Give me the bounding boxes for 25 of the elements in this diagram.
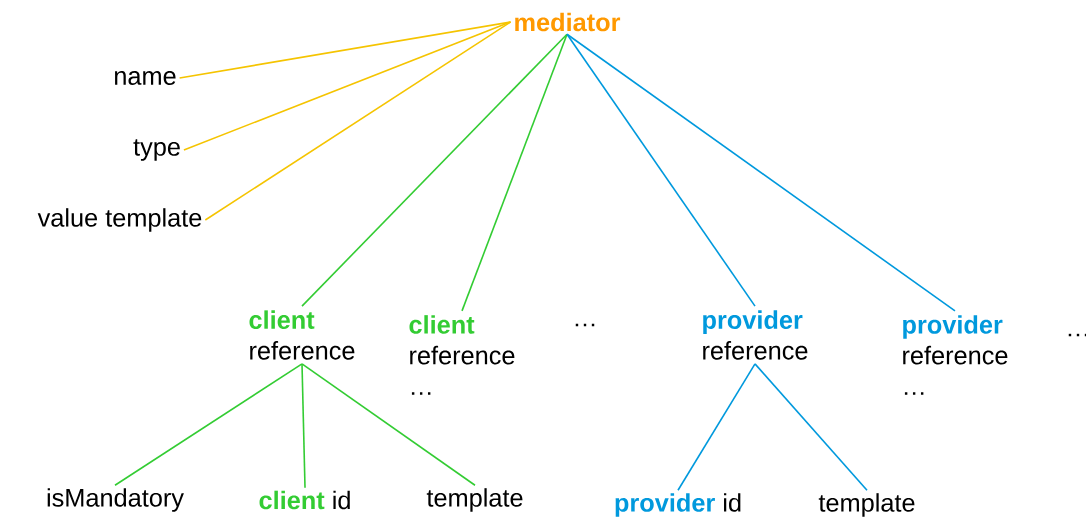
text-label: isMandatory xyxy=(47,488,184,512)
connector-line xyxy=(204,21,512,221)
connector-line xyxy=(461,33,568,312)
text-label: value template xyxy=(37,208,202,232)
connector-line xyxy=(677,363,756,492)
text-label: template xyxy=(426,488,523,512)
connector-line xyxy=(301,363,476,487)
text-label: type xyxy=(133,139,180,161)
ellipsis: … xyxy=(575,323,595,327)
connector-line xyxy=(301,363,306,489)
text-label: name xyxy=(115,71,176,85)
text-label: client reference xyxy=(249,310,355,360)
connector-line xyxy=(301,33,568,307)
text-label: template xyxy=(818,493,915,517)
text-label: provider reference … xyxy=(903,315,1008,395)
connector-line xyxy=(754,363,868,492)
text-label: mediator xyxy=(515,12,621,32)
connector-line xyxy=(566,33,756,307)
text-label: provider id xyxy=(615,493,741,517)
connector-line xyxy=(178,21,512,79)
text-label: client reference … xyxy=(409,315,515,395)
connector-line xyxy=(114,363,303,487)
text-label: provider reference xyxy=(703,310,808,360)
text-label: client id xyxy=(259,490,350,510)
connector-line xyxy=(566,33,956,312)
